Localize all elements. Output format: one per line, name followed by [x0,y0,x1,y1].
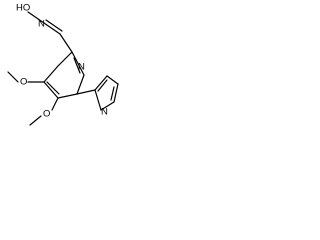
bond-ring-a-double-2 [73,57,81,74]
bond-ring-a-5 [76,74,85,95]
label-pyridine-n-right: N [101,107,108,118]
label-methoxy-bottom-o: O [43,109,50,120]
bond-ring-b-double-1 [97,79,108,92]
bond-methoxy-bottom-o [51,97,59,111]
bond-ring-b-4 [100,101,115,111]
bond-ring-a-6 [71,51,85,76]
bond-ring-a-2 [43,65,59,83]
bond-methoxy-bottom-ch3 [29,115,42,126]
bond-oxime-c-to-ring [59,33,73,53]
bond-n-c-oxime-1 [43,22,61,35]
bond-ring-b-1 [94,75,108,91]
bond-ring-b-double-2 [110,86,115,101]
bond-ring-a-3 [43,81,59,99]
label-pyridine-n-center: N [78,62,85,73]
bond-ring-b-2 [106,75,119,85]
bond-methoxy-top-ch3 [7,71,19,83]
bond-n-c-oxime-2 [45,19,63,32]
bond-ring-b-5 [94,89,102,111]
label-oxime-oh: HO [16,3,30,14]
bond-ring-a-double-1 [46,81,60,95]
chemical-structure-diagram: HO N O O N N [7,3,119,126]
label-oxime-n: N [38,19,45,30]
bond-ring-a-4 [57,93,78,99]
bond-ring-b-3 [113,83,119,103]
label-methoxy-top-o: O [20,77,27,88]
bond-o-n-oxime [27,11,45,24]
bond-ring-a-1 [57,51,73,67]
bond-biaryl-link [76,89,96,95]
